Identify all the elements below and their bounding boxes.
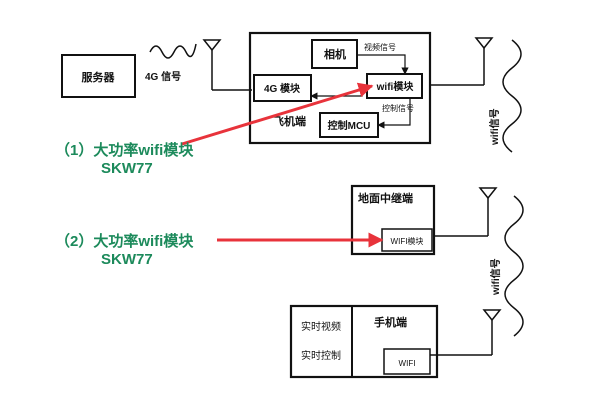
signal-wave-wifi-top [502,39,522,153]
phone-outer-box [289,304,439,379]
signal-wave-wifi-bottom [504,195,524,337]
server-box [61,54,136,98]
air-end-box [248,31,432,145]
signal-label-4g: 4G 信号 [145,70,181,83]
phone-end-label: 手机端 [374,315,407,329]
camera-box [311,39,358,69]
ground-relay-box [350,184,436,256]
wifi-signal-top-label: wifi信号 [488,108,501,146]
callout-2-line1: （2）大功率wifi模块 [55,232,194,250]
server-label: 服务器 [82,70,116,84]
signal-wave-4g [149,43,197,59]
realtime-control-label: 实时控制 [301,349,341,362]
callout-2-line2: SKW77 [101,251,153,268]
control-mcu-box [319,112,379,138]
video-signal-label: 视频信号 [364,42,396,52]
module-4g-box [253,74,312,102]
wifi-module-air-label: wifi模块 [376,80,415,93]
realtime-video-label: 实时视频 [301,320,341,333]
antenna-icon [474,37,494,85]
control-signal-label: 控制信号 [382,103,414,113]
antenna-icon [478,187,498,236]
module-4g-label: 4G 模块 [264,82,301,95]
wifi-phone-label: WIFI [399,359,416,368]
wifi-phone-box [383,348,431,375]
camera-label: 相机 [324,47,346,61]
callout-arrow-1 [181,82,374,146]
wifi-module-ground-label: WIFI模块 [391,236,424,246]
air-end-label: 飞机端 [273,114,306,128]
callout-1-line1: （1）大功率wifi模块 [55,141,194,159]
wifi-signal-bottom-label: wifi信号 [489,258,502,296]
callout-1-line2: SKW77 [101,160,153,177]
control-mcu-label: 控制MCU [328,119,371,132]
arrow-wifi-to-mcu [377,98,411,129]
antenna-icon [482,309,502,355]
arrow-camera-to-wifi [357,54,409,75]
antenna-icon [202,39,252,91]
ground-relay-label: 地面中继端 [358,191,413,205]
